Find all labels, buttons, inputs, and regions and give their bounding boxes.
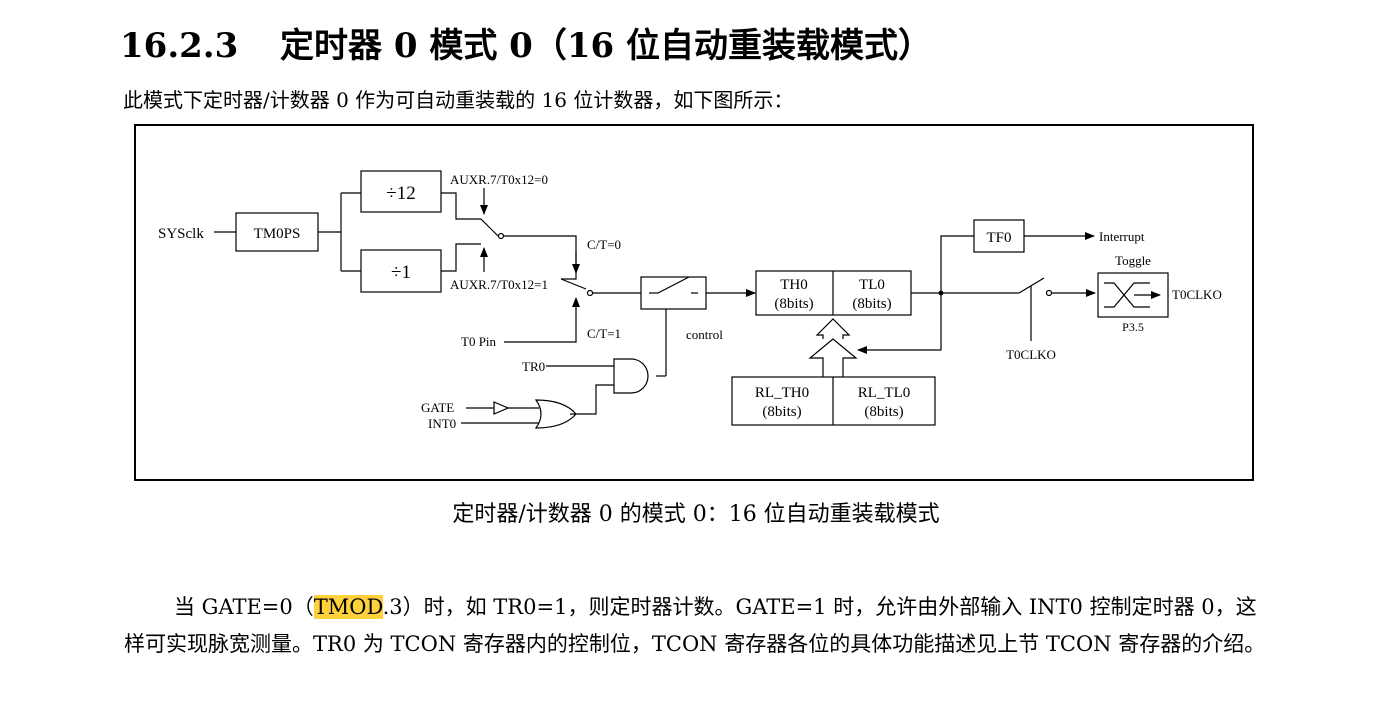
control-blade <box>657 276 690 294</box>
figure-caption: 定时器/计数器 0 的模式 0：16 位自动重装载模式 <box>452 502 940 527</box>
label-rl-tl0-bits: (8bits) <box>864 404 903 420</box>
switch2-blade <box>560 278 587 290</box>
label-toggle: Toggle <box>1115 253 1151 268</box>
label-rl-tl0: RL_TL0 <box>858 385 911 401</box>
t0pin-wire <box>504 297 580 343</box>
label-t0clko-ctrl: T0CLKO <box>1006 347 1056 362</box>
gate-buffer <box>493 401 510 415</box>
div12-box <box>360 170 442 213</box>
label-th0: TH0 <box>780 277 808 293</box>
label-rl-th0: RL_TH0 <box>755 385 809 401</box>
body-p1-after: .3）时，如 TR0=1，则定时器计数。GATE=1 时，允许由外部输入 INT… <box>124 595 1266 656</box>
or-gate <box>534 399 577 429</box>
label-interrupt: Interrupt <box>1099 229 1145 244</box>
label-t0clko-out: T0CLKO <box>1172 287 1222 302</box>
label-div12: ÷12 <box>386 183 415 204</box>
label-rl-th0-bits: (8bits) <box>762 404 801 420</box>
wire-div12-out <box>441 192 481 220</box>
and-gate <box>613 358 649 394</box>
label-auxr1: AUXR.7/T0x12=1 <box>450 277 548 292</box>
label-ct1: C/T=1 <box>587 326 621 341</box>
toggle-box <box>1097 272 1169 318</box>
section-number: 16.2.3 <box>120 26 239 66</box>
wire-switch1-out <box>504 235 577 280</box>
switch2-pivot <box>586 289 594 297</box>
or-to-and <box>570 384 614 415</box>
label-div1: ÷1 <box>391 262 411 283</box>
label-tm0ps: TM0PS <box>254 226 301 242</box>
switch1-pivot <box>497 232 505 240</box>
reload-control-wire <box>857 293 942 354</box>
label-tf0: TF0 <box>986 230 1011 246</box>
body-p1-highlight: TMOD <box>313 595 383 619</box>
body-paragraph: 当 GATE=0（TMOD.3）时，如 TR0=1，则定时器计数。GATE=1 … <box>124 589 1274 663</box>
timer0-mode0-diagram: SYSclk TM0PS ÷12 ÷1 AUXR.7/T0x12=0 AUXR.… <box>134 124 1254 481</box>
switch1-blade <box>480 218 499 237</box>
label-ct0: C/T=0 <box>587 237 621 252</box>
body-p1-before: 当 GATE=0（ <box>174 595 314 619</box>
wire-div1-out <box>441 243 481 272</box>
label-int0: INT0 <box>428 416 456 431</box>
label-tl0: TL0 <box>859 277 885 293</box>
label-p35: P3.5 <box>1122 320 1144 334</box>
section-heading: 16.2.3 定时器 0 模式 0（16 位自动重装载模式） <box>120 18 932 67</box>
t0clko-switch-pivot <box>1045 289 1053 297</box>
reload-arrow-lower <box>808 338 858 377</box>
label-gate: GATE <box>421 400 454 415</box>
label-auxr0: AUXR.7/T0x12=0 <box>450 172 548 187</box>
t0clko-switch-blade <box>1018 277 1045 294</box>
label-t0pin: T0 Pin <box>461 334 497 349</box>
label-tr0: TR0 <box>522 359 545 374</box>
reload-arrow-upper <box>815 318 851 339</box>
wire-to-tf0 <box>940 235 974 293</box>
section-title: 定时器 0 模式 0（16 位自动重装载模式） <box>280 26 932 66</box>
label-th0-bits: (8bits) <box>774 296 813 312</box>
label-sysclk: SYSclk <box>158 226 204 242</box>
toggle-glyph-b <box>1104 282 1150 308</box>
label-tl0-bits: (8bits) <box>852 296 891 312</box>
label-control: control <box>686 327 723 342</box>
intro-text: 此模式下定时器/计数器 0 作为可自动重装载的 16 位计数器，如下图所示： <box>123 88 794 112</box>
diagram-canvas: SYSclk TM0PS ÷12 ÷1 AUXR.7/T0x12=0 AUXR.… <box>158 170 1222 431</box>
